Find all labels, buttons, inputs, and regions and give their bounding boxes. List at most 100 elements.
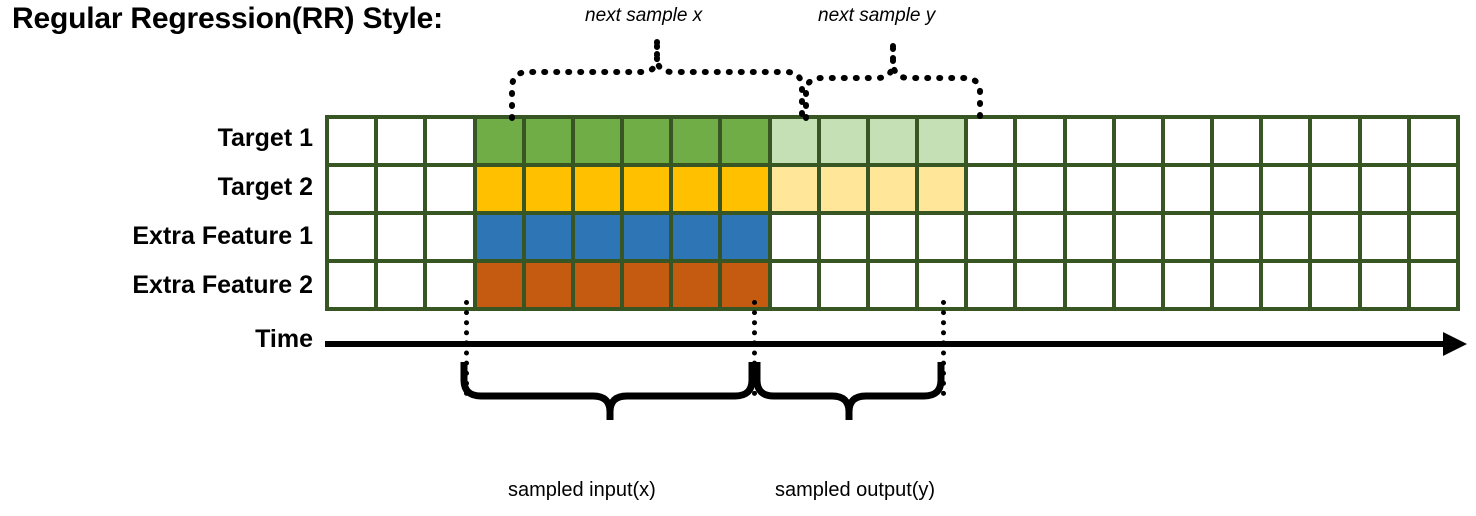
grid-cell-extra-feature-1-18-blank xyxy=(1214,215,1260,259)
page-title: Regular Regression(RR) Style: xyxy=(12,2,443,35)
grid-cell-target-1-8-input xyxy=(722,119,768,163)
grid-cell-extra-feature-1-4-input xyxy=(525,215,571,259)
grid-cell-extra-feature-1-21-blank xyxy=(1361,215,1407,259)
annotation-next-sample-x: next sample x xyxy=(585,5,703,26)
grid-cell-target-2-14-blank xyxy=(1017,167,1063,211)
row-label-group: Target 1 Target 2 Extra Feature 1 Extra … xyxy=(8,115,313,310)
grid-cell-target-2-12-output xyxy=(919,167,965,211)
grid-cell-target-1-16-blank xyxy=(1115,119,1161,163)
timeline-grid xyxy=(325,115,1460,311)
time-axis-line xyxy=(325,341,1447,347)
grid-cell-extra-feature-1-14-blank xyxy=(1017,215,1063,259)
grid-cell-extra-feature-2-7-input xyxy=(673,263,719,307)
grid-cell-extra-feature-2-6-input xyxy=(624,263,670,307)
grid-cell-extra-feature-2-12-output xyxy=(919,263,965,307)
grid-cell-extra-feature-1-7-input xyxy=(673,215,719,259)
grid-cell-target-2-2-blank xyxy=(427,167,473,211)
grid-cell-target-1-9-output xyxy=(771,119,817,163)
grid-cell-target-2-0-blank xyxy=(329,167,375,211)
grid-cell-extra-feature-1-13-blank xyxy=(968,215,1014,259)
guide-line-output-end xyxy=(941,300,946,396)
grid-cell-extra-feature-2-18-blank xyxy=(1214,263,1260,307)
top-brace-next-sample-x xyxy=(509,39,805,121)
grid-cell-target-1-15-blank xyxy=(1066,119,1112,163)
grid-cell-target-1-6-input xyxy=(624,119,670,163)
time-axis-label: Time xyxy=(255,325,313,353)
grid-cell-extra-feature-1-3-input xyxy=(476,215,522,259)
caption-sampled-input: sampled input(x) lookback=6 input_featur… xyxy=(508,424,698,516)
grid-cell-target-1-20-blank xyxy=(1312,119,1358,163)
grid-cell-target-2-9-output xyxy=(771,167,817,211)
grid-cell-target-2-17-blank xyxy=(1164,167,1211,211)
grid-cell-target-2-18-blank xyxy=(1214,167,1260,211)
grid-cell-extra-feature-2-9-output xyxy=(771,263,817,307)
caption-input-line-1: sampled input(x) xyxy=(508,478,656,501)
grid-cell-extra-feature-1-2-blank xyxy=(427,215,473,259)
grid-cell-extra-feature-2-2-blank xyxy=(427,263,473,307)
grid-cell-target-2-5-input xyxy=(574,167,621,211)
row-label-extra-feature-1: Extra Feature 1 xyxy=(132,222,313,250)
grid-cell-extra-feature-2-8-input xyxy=(722,263,768,307)
grid-cell-target-2-8-input xyxy=(722,167,768,211)
grid-cell-target-2-10-output xyxy=(820,167,866,211)
grid-cell-target-1-3-input xyxy=(476,119,522,163)
grid-cell-target-1-1-blank xyxy=(378,119,424,163)
guide-line-input-start xyxy=(464,300,469,396)
grid-cell-extra-feature-2-4-input xyxy=(525,263,571,307)
grid-cell-extra-feature-1-19-blank xyxy=(1263,215,1309,259)
grid-cell-extra-feature-2-22-blank xyxy=(1410,263,1456,307)
grid-cell-target-1-14-blank xyxy=(1017,119,1063,163)
grid-cell-extra-feature-1-0-blank xyxy=(329,215,375,259)
grid-cell-extra-feature-2-21-blank xyxy=(1361,263,1407,307)
grid-cell-target-2-6-input xyxy=(624,167,670,211)
grid-cell-extra-feature-2-19-blank xyxy=(1263,263,1309,307)
grid-cell-target-2-4-input xyxy=(525,167,571,211)
grid-cell-target-1-10-output xyxy=(820,119,866,163)
caption-sampled-output: sampled output(y) horizon=4 output_featu… xyxy=(775,424,977,516)
row-label-extra-feature-2: Extra Feature 2 xyxy=(132,271,313,299)
grid-cell-target-2-22-blank xyxy=(1410,167,1456,211)
grid-cell-target-1-11-output xyxy=(869,119,916,163)
grid-cell-target-1-13-blank xyxy=(968,119,1014,163)
grid-cell-target-1-18-blank xyxy=(1214,119,1260,163)
grid-cell-target-2-15-blank xyxy=(1066,167,1112,211)
annotation-next-sample-y: next sample y xyxy=(818,5,936,26)
time-axis-arrowhead-icon xyxy=(1443,332,1467,356)
grid-cell-extra-feature-2-16-blank xyxy=(1115,263,1161,307)
grid-cell-target-1-17-blank xyxy=(1164,119,1211,163)
grid-cell-extra-feature-2-10-output xyxy=(820,263,866,307)
grid-cell-extra-feature-1-11-output xyxy=(869,215,916,259)
grid-cell-extra-feature-2-5-input xyxy=(574,263,621,307)
grid-cell-extra-feature-2-15-blank xyxy=(1066,263,1112,307)
grid-cell-extra-feature-1-5-input xyxy=(574,215,621,259)
grid-cell-extra-feature-2-1-blank xyxy=(378,263,424,307)
grid-cell-extra-feature-1-17-blank xyxy=(1164,215,1211,259)
grid-cell-extra-feature-1-8-input xyxy=(722,215,768,259)
grid-cell-target-2-16-blank xyxy=(1115,167,1161,211)
grid-cell-target-1-2-blank xyxy=(427,119,473,163)
grid-cell-extra-feature-2-3-input xyxy=(476,263,522,307)
grid-cell-extra-feature-2-11-output xyxy=(869,263,916,307)
grid-cell-target-2-11-output xyxy=(869,167,916,211)
caption-output-line-1: sampled output(y) xyxy=(775,478,936,501)
grid-cell-extra-feature-1-6-input xyxy=(624,215,670,259)
grid-cell-extra-feature-2-13-blank xyxy=(968,263,1014,307)
grid-cell-extra-feature-2-14-blank xyxy=(1017,263,1063,307)
row-label-target-2: Target 2 xyxy=(217,173,313,201)
grid-cell-target-1-7-input xyxy=(673,119,719,163)
grid-cell-extra-feature-1-9-output xyxy=(771,215,817,259)
bottom-brace-sampled-output xyxy=(753,362,945,420)
grid-cell-target-1-22-blank xyxy=(1410,119,1456,163)
grid-cell-target-1-0-blank xyxy=(329,119,375,163)
grid-cell-target-1-19-blank xyxy=(1263,119,1309,163)
top-brace-next-sample-y xyxy=(803,43,983,121)
grid-cell-extra-feature-2-20-blank xyxy=(1312,263,1358,307)
grid-cell-target-1-4-input xyxy=(525,119,571,163)
grid-cell-extra-feature-1-20-blank xyxy=(1312,215,1358,259)
grid-cell-target-1-12-output xyxy=(919,119,965,163)
grid-cell-target-2-1-blank xyxy=(378,167,424,211)
row-label-target-1: Target 1 xyxy=(217,124,313,152)
grid-cell-extra-feature-2-0-blank xyxy=(329,263,375,307)
grid-cell-target-2-21-blank xyxy=(1361,167,1407,211)
